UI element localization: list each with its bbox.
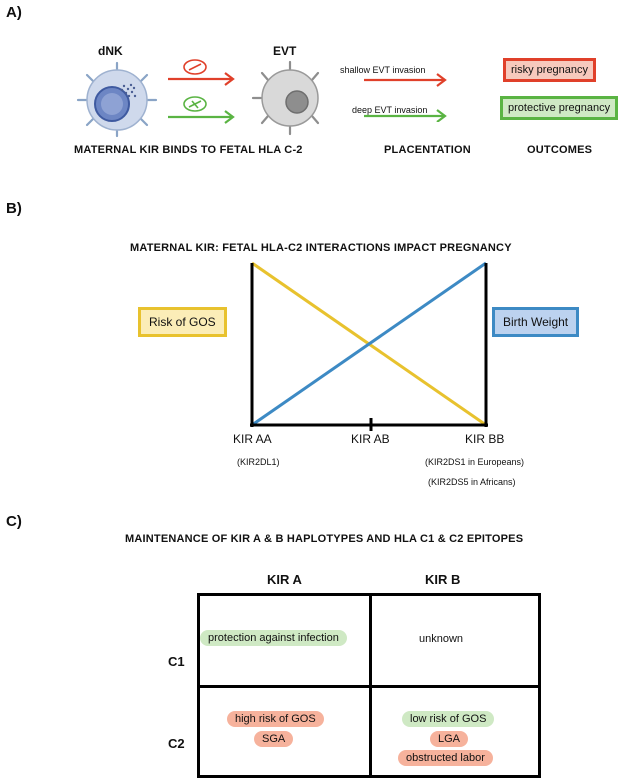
row-header-c1: C1 [168,654,185,669]
risky-pregnancy-box: risky pregnancy [503,58,597,82]
grid-left-border [197,593,200,778]
panel-b-letter: B) [6,200,22,217]
c2-kir-a-high-risk-gos: high risk of GOS [227,711,324,727]
c2-kir-b-obstructed-labor: obstructed labor [398,750,493,766]
panel-a-letter: A) [6,4,22,21]
sub-kir-bb-europeans: (KIR2DS1 in Europeans) [425,457,525,467]
placentation-arrows [364,73,447,122]
grid-center-border [369,593,372,778]
shallow-invasion-label: shallow EVT invasion [340,65,426,75]
activating-arrow [168,96,235,124]
dnk-label: dNK [98,44,123,58]
col-header-kir-b: KIR B [425,572,461,587]
col-header-kir-a: KIR A [267,572,302,587]
c2-kir-b-lga: LGA [430,731,469,747]
shallow-arrow [364,73,447,87]
panel-b-title: MATERNAL KIR: FETAL HLA-C2 INTERACTIONS … [130,242,512,254]
c2-kir-a-sga: SGA [254,731,294,747]
tick-kir-aa: KIR AA [233,432,272,446]
caption-outcomes: OUTCOMES [527,144,593,156]
row-header-c2: C2 [168,736,185,751]
tick-kir-bb: KIR BB [465,432,505,446]
c1-kir-b-unknown: unknown [419,633,464,645]
sub-kir-aa: (KIR2DL1) [237,457,280,467]
caption-placentation: PLACENTATION [384,144,471,156]
interaction-plot [250,261,488,431]
tick-kir-ab: KIR AB [351,432,390,446]
grid-right-border [538,593,541,778]
c1-kir-a-protection: protection against infection [200,630,347,646]
sub-kir-bb-africans: (KIR2DS5 in Africans) [428,477,516,487]
kir-arrows [168,59,235,124]
deep-arrow [364,109,447,122]
inhibitory-arrow [168,59,235,86]
evt-label: EVT [273,44,297,58]
panel-c-letter: C) [6,513,22,530]
caption-kir: MATERNAL KIR BINDS TO FETAL HLA C-2 [74,144,303,156]
evt-cell-icon [251,60,320,136]
risk-of-gos-box: Risk of GOS [138,307,227,337]
c2-kir-b-low-risk-gos: low risk of GOS [402,711,495,727]
dnk-cell-icon [76,61,158,138]
protective-pregnancy-box: protective pregnancy [500,96,619,120]
birth-weight-box: Birth Weight [492,307,580,337]
birth-weight-line [251,261,487,427]
panel-c-title: MAINTENANCE OF KIR A & B HAPLOTYPES AND … [125,533,524,545]
deep-invasion-label: deep EVT invasion [352,105,428,115]
